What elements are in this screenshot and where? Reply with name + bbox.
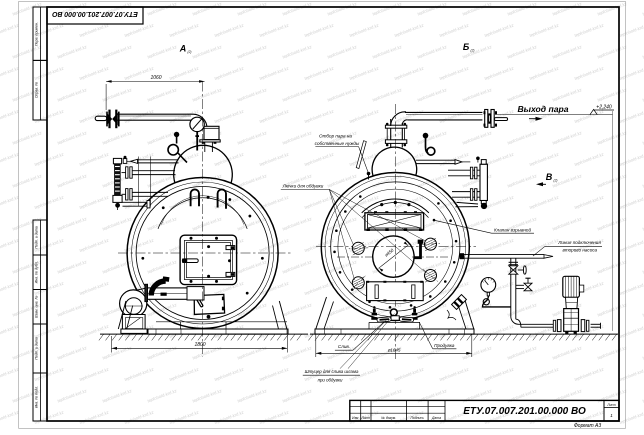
svg-text:Формат А3: Формат А3 — [574, 423, 602, 429]
svg-text:1060: 1060 — [150, 75, 161, 81]
svg-text:Клапан взрывной: Клапан взрывной — [494, 226, 532, 232]
svg-text:Б: Б — [463, 42, 470, 52]
svg-text:(2): (2) — [188, 50, 192, 54]
svg-text:Инв. № дубл.: Инв. № дубл. — [35, 261, 39, 283]
svg-text:Перв. примен.: Перв. примен. — [35, 22, 39, 46]
svg-text:Линия подключения: Линия подключения — [557, 240, 601, 245]
svg-text:собственные нужды: собственные нужды — [315, 141, 360, 146]
svg-text:А: А — [179, 44, 187, 54]
svg-text:Взам. инв. №: Взам. инв. № — [35, 296, 39, 318]
svg-text:Изм: Изм — [352, 416, 359, 420]
svg-text:(2): (2) — [471, 49, 475, 53]
svg-text:Дата: Дата — [431, 416, 441, 420]
svg-text:Штуцер для слива шлама: Штуцер для слива шлама — [305, 369, 359, 374]
svg-text:Подп. и дата: Подп. и дата — [35, 226, 39, 249]
svg-text:1800: 1800 — [194, 342, 205, 348]
svg-text:Лючки для обдувки: Лючки для обдувки — [282, 183, 324, 188]
svg-text:Отбор пара на: Отбор пара на — [319, 134, 352, 139]
svg-text:Инв. № подл.: Инв. № подл. — [35, 386, 39, 408]
svg-text:Подп. и дата: Подп. и дата — [35, 337, 39, 360]
svg-text:+2,240: +2,240 — [596, 104, 612, 110]
svg-text:при обдувки: при обдувки — [318, 378, 343, 383]
svg-text:Лист: Лист — [360, 416, 370, 420]
svg-text:⌀1645: ⌀1645 — [388, 347, 401, 352]
svg-text:Лист: Лист — [606, 403, 616, 407]
svg-text:В: В — [546, 172, 553, 182]
svg-text:Справ. №: Справ. № — [35, 82, 39, 98]
svg-text:Слив.: Слив. — [338, 344, 350, 349]
svg-text:Подпись: Подпись — [410, 416, 424, 420]
svg-text:ЕТУ.07.007.201.00.000 ВО: ЕТУ.07.007.201.00.000 ВО — [52, 10, 138, 17]
svg-text:Продувка: Продувка — [434, 343, 455, 348]
svg-text:Выход пара: Выход пара — [517, 104, 568, 114]
svg-text:второго насоса: второго насоса — [562, 248, 597, 253]
svg-text:№ докум.: № докум. — [381, 416, 396, 420]
svg-text:ЕТУ.07.007.201.00.000 ВО: ЕТУ.07.007.201.00.000 ВО — [463, 406, 586, 417]
svg-text:(2): (2) — [554, 179, 558, 183]
